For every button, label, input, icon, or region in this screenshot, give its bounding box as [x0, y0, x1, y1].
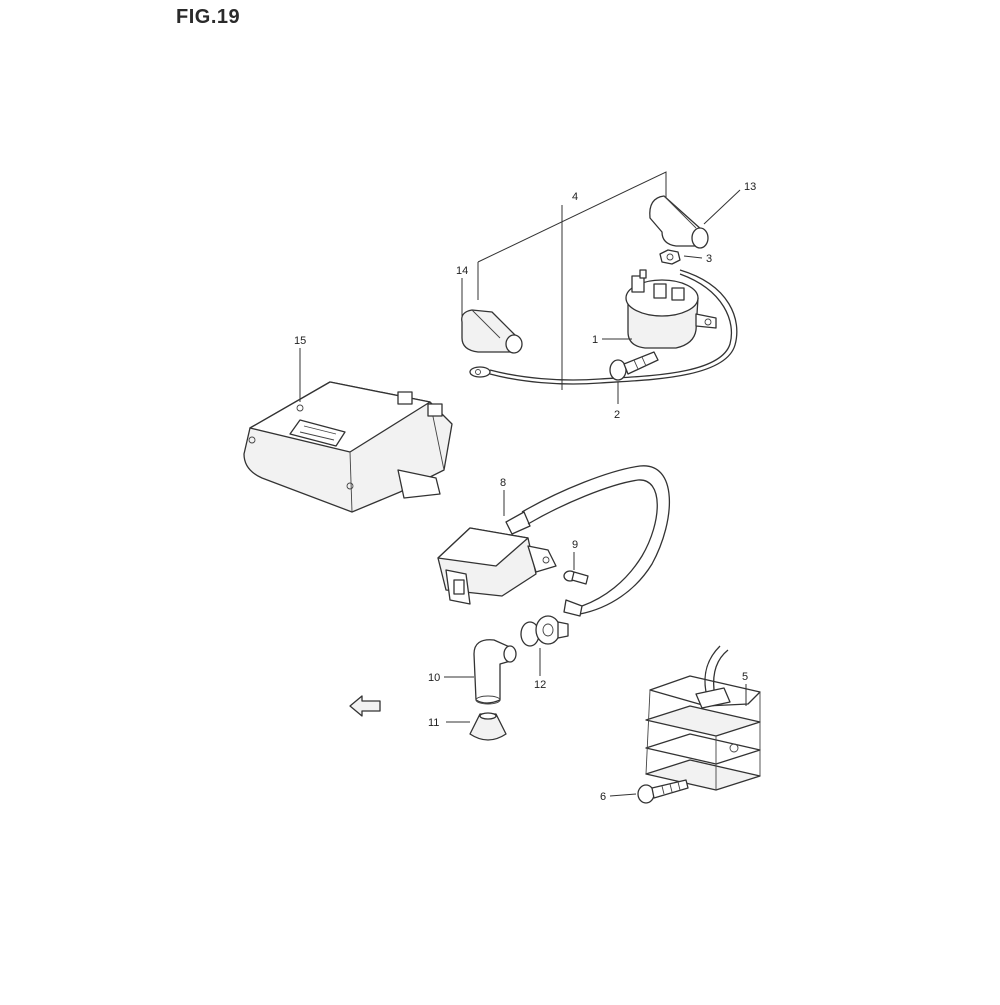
seal-cover-11 — [469, 712, 507, 741]
figure-title: FIG.19 — [176, 6, 241, 28]
ignition-coil — [437, 511, 557, 605]
callout-10: 10 — [428, 672, 440, 684]
bolt-6 — [637, 779, 689, 804]
callout-1: 1 — [592, 334, 598, 346]
callout-9: 9 — [572, 539, 578, 551]
callout-12: 12 — [534, 679, 546, 691]
starter-relay — [625, 269, 717, 349]
grommet-12 — [520, 615, 569, 647]
spark-plug-cap-10 — [473, 639, 517, 705]
regulator-rectifier — [645, 645, 761, 791]
callout-5: 5 — [742, 671, 748, 683]
terminal-boot-14 — [461, 309, 523, 354]
terminal-boot-13 — [649, 195, 709, 249]
callout-3: 3 — [706, 253, 712, 265]
callout-labels: 13 3 4 14 1 2 15 8 9 10 12 11 5 6 — [294, 181, 756, 803]
callout-6: 6 — [600, 791, 606, 803]
front-direction-arrow — [349, 695, 381, 717]
callout-2: 2 — [614, 409, 620, 421]
callout-8: 8 — [500, 477, 506, 489]
bolt-2 — [609, 351, 659, 381]
leader-lines — [299, 189, 747, 797]
callout-13: 13 — [744, 181, 756, 193]
nut-3 — [659, 249, 681, 265]
callout-4: 4 — [572, 191, 578, 203]
callout-15: 15 — [294, 335, 306, 347]
bolt-9 — [563, 570, 589, 585]
callout-14: 14 — [456, 265, 468, 277]
high-tension-lead — [521, 465, 671, 617]
starter-relay-cable — [469, 269, 738, 385]
control-unit — [243, 381, 453, 513]
callout-11: 11 — [428, 717, 439, 729]
